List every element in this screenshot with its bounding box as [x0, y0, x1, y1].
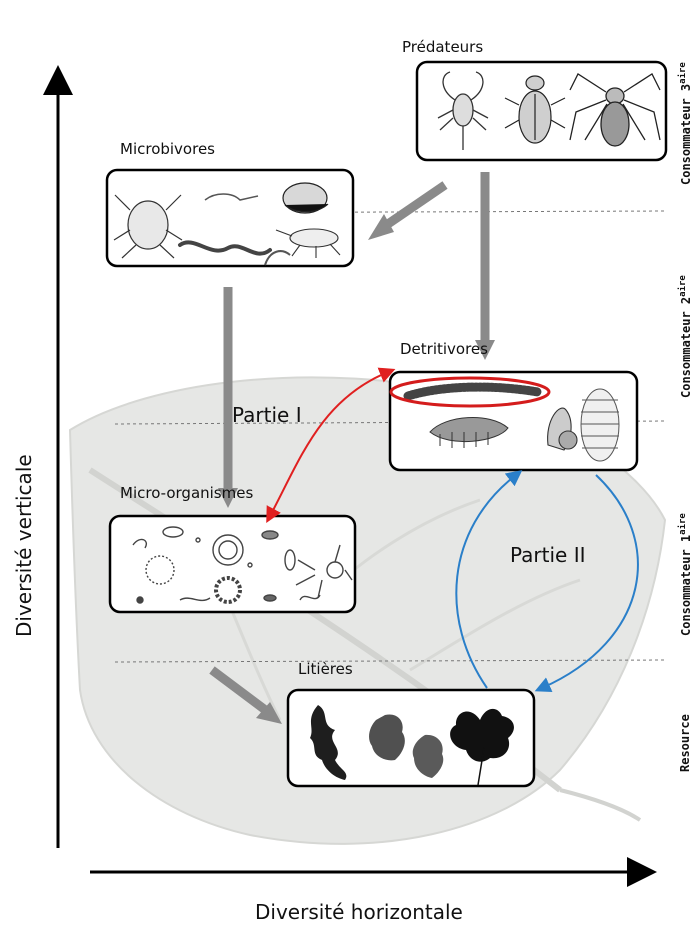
isopod-icon [581, 389, 619, 461]
springtail-icon [283, 183, 328, 213]
level-secondary-sup: aire [678, 275, 688, 297]
level-resource-base: Resource [678, 714, 692, 772]
arrow-predateurs-to-microbivores [385, 185, 445, 226]
y-axis-label: Diversité verticale [12, 454, 36, 637]
level-primary-base: Consommateur 1 [679, 535, 693, 636]
predateurs-label: Prédateurs [402, 38, 483, 56]
level-tertiary-sup: aire [678, 62, 688, 84]
x-axis-label: Diversité horizontale [255, 900, 463, 924]
level-primary-sup: aire [678, 513, 688, 535]
litieres-label: Litières [298, 660, 353, 678]
level-tertiary-label: Consommateur 3aire [678, 62, 693, 185]
microbivores-label: Microbivores [120, 140, 215, 158]
level-resource-label: Resource [678, 714, 692, 772]
level-secondary-label: Consommateur 2aire [678, 275, 693, 398]
level-tertiary-base: Consommateur 3 [679, 84, 693, 185]
level-primary-label: Consommateur 1aire [678, 513, 693, 636]
microorganismes-label: Micro-organismes [120, 484, 253, 502]
detritivores-label: Detritivores [400, 340, 488, 358]
level-secondary-base: Consommateur 2 [679, 297, 693, 398]
partie-2-label: Partie II [510, 543, 586, 567]
partie-1-label: Partie I [232, 403, 302, 427]
